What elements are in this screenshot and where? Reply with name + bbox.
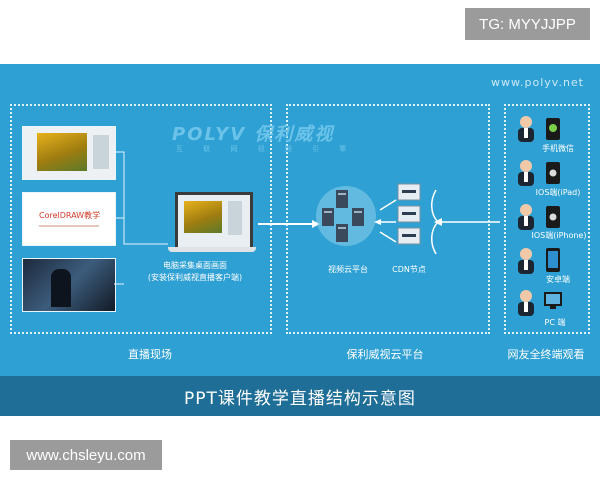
thumbnail-desktop — [22, 126, 116, 180]
arrow-head-cloud — [312, 220, 320, 228]
laptop-base — [168, 247, 256, 252]
section-label-viewers: 网友全终端观看 — [507, 348, 585, 361]
watermark-url: www.chsleyu.com — [10, 440, 162, 470]
apple-icon — [546, 162, 560, 184]
laptop-sidebar — [228, 201, 242, 235]
wechat-icon — [546, 118, 560, 140]
cloud-platform-box — [286, 104, 490, 334]
thumbnail-sidebar — [93, 135, 109, 169]
live-site-box — [10, 104, 272, 334]
node-label-video-cloud: 视频云平台 — [328, 265, 368, 274]
thumb-connector — [114, 151, 168, 245]
computer-caption-line1: 电脑采集桌面画面 — [163, 261, 227, 270]
node-label-cdn: CDN节点 — [392, 265, 426, 274]
fan-arrows — [431, 189, 500, 255]
computer-caption-line2: (安装保利威视直播客户端) — [147, 273, 243, 282]
laptop-screen — [175, 192, 253, 250]
diagram-panel: www.polyv.net POLYV 保利威视 互 联 网 视 频 引 擎 C… — [0, 64, 600, 416]
footer-title: PPT课件教学直播结构示意图 — [0, 376, 600, 416]
logo-slogan: 互 联 网 视 频 引 擎 — [176, 145, 356, 153]
thumbnail-coreldraw: CorelDRAW教学 — [22, 192, 116, 246]
device-label-ipad: IOS端(iPad) — [535, 188, 581, 197]
watermark-tag: TG: MYYJJPP — [465, 8, 590, 40]
thumbnail-coreldraw-text: CorelDRAW教学 — [39, 211, 101, 220]
device-label-wechat: 手机微信 — [542, 144, 574, 153]
polyv-logo: POLYV 保利威视 — [172, 124, 335, 145]
laptop-image — [184, 201, 222, 233]
pc-icon — [544, 292, 562, 309]
viewers-box — [504, 104, 590, 334]
thumbnail-figure — [51, 269, 71, 307]
site-url: www.polyv.net — [491, 76, 584, 89]
viewer-avatars — [518, 116, 534, 316]
cloud-platform-circle — [316, 186, 376, 246]
android-phone-icon — [546, 248, 560, 272]
apple-icon-2 — [546, 206, 560, 228]
device-label-iphone: IOS端(iPhone) — [531, 231, 587, 240]
thumbnail-line — [39, 225, 99, 227]
device-label-pc: PC 端 — [544, 318, 566, 327]
diagram-graphics — [114, 116, 562, 316]
thumbnail-image — [37, 133, 87, 171]
device-label-android: 安卓端 — [546, 275, 570, 284]
section-label-cloud-platform: 保利威视云平台 — [346, 348, 424, 361]
thumbnail-video — [22, 258, 116, 312]
section-label-live-site: 直播现场 — [128, 348, 172, 361]
